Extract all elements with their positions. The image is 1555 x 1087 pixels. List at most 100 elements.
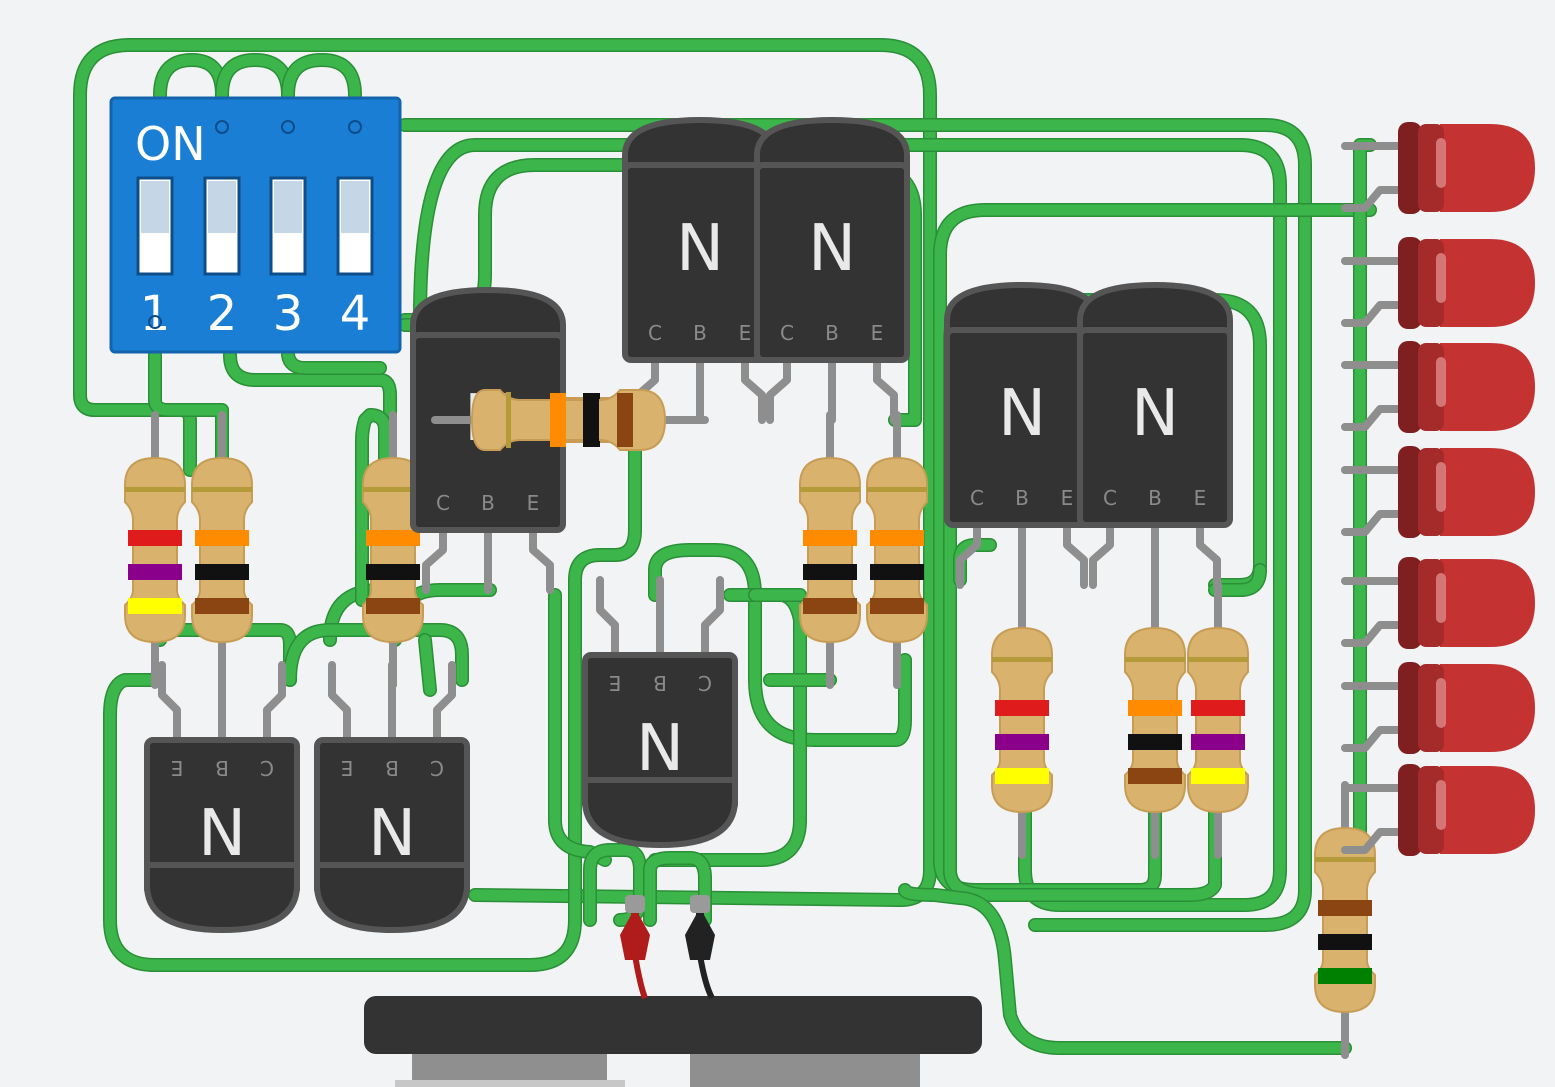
transistor-pin-label: B — [1148, 486, 1162, 510]
wire[interactable] — [224, 349, 396, 476]
battery-positive-wire — [632, 954, 648, 1000]
led-highlight — [1436, 138, 1446, 188]
resistor-color-band — [617, 393, 633, 447]
transistor-pin-label: C — [430, 756, 444, 780]
red-led[interactable] — [1341, 764, 1535, 856]
transistor-type-label: N — [808, 212, 856, 286]
transistor-pin-label: E — [871, 321, 884, 345]
resistor[interactable] — [799, 411, 861, 689]
resistor-band-tolerance — [363, 487, 423, 492]
dip-switch-toggle-3[interactable] — [269, 176, 307, 276]
transistor-body — [1077, 327, 1233, 528]
resistor-color-band — [870, 598, 924, 614]
wire[interactable] — [104, 444, 641, 971]
resistor[interactable] — [1314, 781, 1376, 1059]
resistor[interactable] — [362, 411, 424, 689]
resistor-color-band — [1191, 700, 1245, 716]
led-highlight — [1436, 462, 1446, 512]
dip-switch-toggle-4[interactable] — [336, 176, 374, 276]
transistor-lead — [873, 351, 898, 424]
led-rim — [1398, 662, 1422, 754]
wire[interactable] — [399, 119, 1311, 931]
led-highlight — [1436, 678, 1446, 728]
transistor-cap — [582, 777, 738, 849]
dip-switch-pin-hole — [215, 120, 229, 134]
red-led[interactable] — [1341, 446, 1535, 538]
wire[interactable] — [899, 884, 1351, 1054]
wire[interactable] — [419, 634, 436, 696]
transistor-lead — [766, 351, 791, 424]
transistor-lead — [433, 661, 456, 744]
wire[interactable] — [282, 349, 386, 374]
resistor[interactable] — [1124, 581, 1186, 859]
led-lead-cathode — [1341, 726, 1404, 752]
transistor-pin-label: B — [385, 756, 399, 780]
resistor[interactable] — [124, 411, 186, 689]
resistor[interactable] — [866, 411, 928, 689]
resistor[interactable] — [431, 389, 684, 451]
transistor-pin-label: E — [171, 756, 184, 780]
red-led[interactable] — [1341, 122, 1535, 214]
resistor-color-band — [366, 598, 420, 614]
dip-switch-toggle-1[interactable] — [136, 176, 174, 276]
wire[interactable] — [644, 852, 711, 926]
led-rim — [1398, 122, 1422, 214]
transistor-lead — [1089, 516, 1114, 589]
transistor-lead — [158, 661, 181, 744]
resistor[interactable] — [191, 411, 253, 689]
led-rim — [1398, 764, 1422, 856]
red-led[interactable] — [1341, 662, 1535, 754]
wire[interactable] — [284, 624, 468, 686]
battery-negative-clip-tip — [690, 895, 710, 913]
battery-positive-clip[interactable] — [620, 895, 650, 960]
resistor-band-tolerance — [125, 487, 185, 492]
red-led[interactable] — [1341, 237, 1535, 329]
wire[interactable] — [399, 139, 1286, 911]
transistor-lead — [701, 576, 724, 659]
resistor-body — [1314, 826, 1376, 1014]
red-led[interactable] — [1341, 557, 1535, 649]
dip-switch-pin-hole — [281, 120, 295, 134]
wire[interactable] — [149, 349, 228, 476]
led-dome — [1440, 559, 1535, 647]
resistor-band-tolerance — [1315, 857, 1375, 862]
dip-switch-position-label: 1 — [140, 286, 171, 342]
red-led[interactable] — [1341, 341, 1535, 433]
wire[interactable] — [282, 54, 361, 101]
led-highlight — [1436, 357, 1446, 407]
transistor-pin-label: B — [1015, 486, 1029, 510]
transistor-pin-label: E — [1061, 486, 1074, 510]
resistor[interactable] — [991, 581, 1053, 859]
resistor-color-band — [1191, 768, 1245, 784]
transistor-lead — [1063, 516, 1088, 589]
led-dome — [1440, 448, 1535, 536]
transistor-pin-label: B — [215, 756, 229, 780]
transistor-pin-label: E — [1194, 486, 1207, 510]
dip-switch-toggle-2[interactable] — [203, 176, 241, 276]
led-lead-cathode — [1341, 828, 1404, 854]
dip-switch-position-label: 2 — [207, 286, 238, 342]
transistor-pin-label: B — [653, 671, 667, 695]
battery-negative-clip[interactable] — [685, 895, 715, 960]
battery[interactable] — [364, 895, 982, 1087]
wire[interactable] — [1209, 564, 1266, 596]
transistor-pin-label: C — [780, 321, 794, 345]
transistor-lead — [596, 576, 619, 659]
transistor-lead — [741, 351, 766, 424]
resistor-body — [191, 456, 253, 644]
wire[interactable] — [649, 544, 911, 746]
wire[interactable] — [356, 409, 391, 606]
transistor-type-label: N — [198, 797, 246, 871]
led-highlight — [1436, 253, 1446, 303]
resistor-band-tolerance — [506, 392, 511, 448]
resistor[interactable] — [1187, 581, 1249, 859]
resistor-body — [1124, 626, 1186, 814]
